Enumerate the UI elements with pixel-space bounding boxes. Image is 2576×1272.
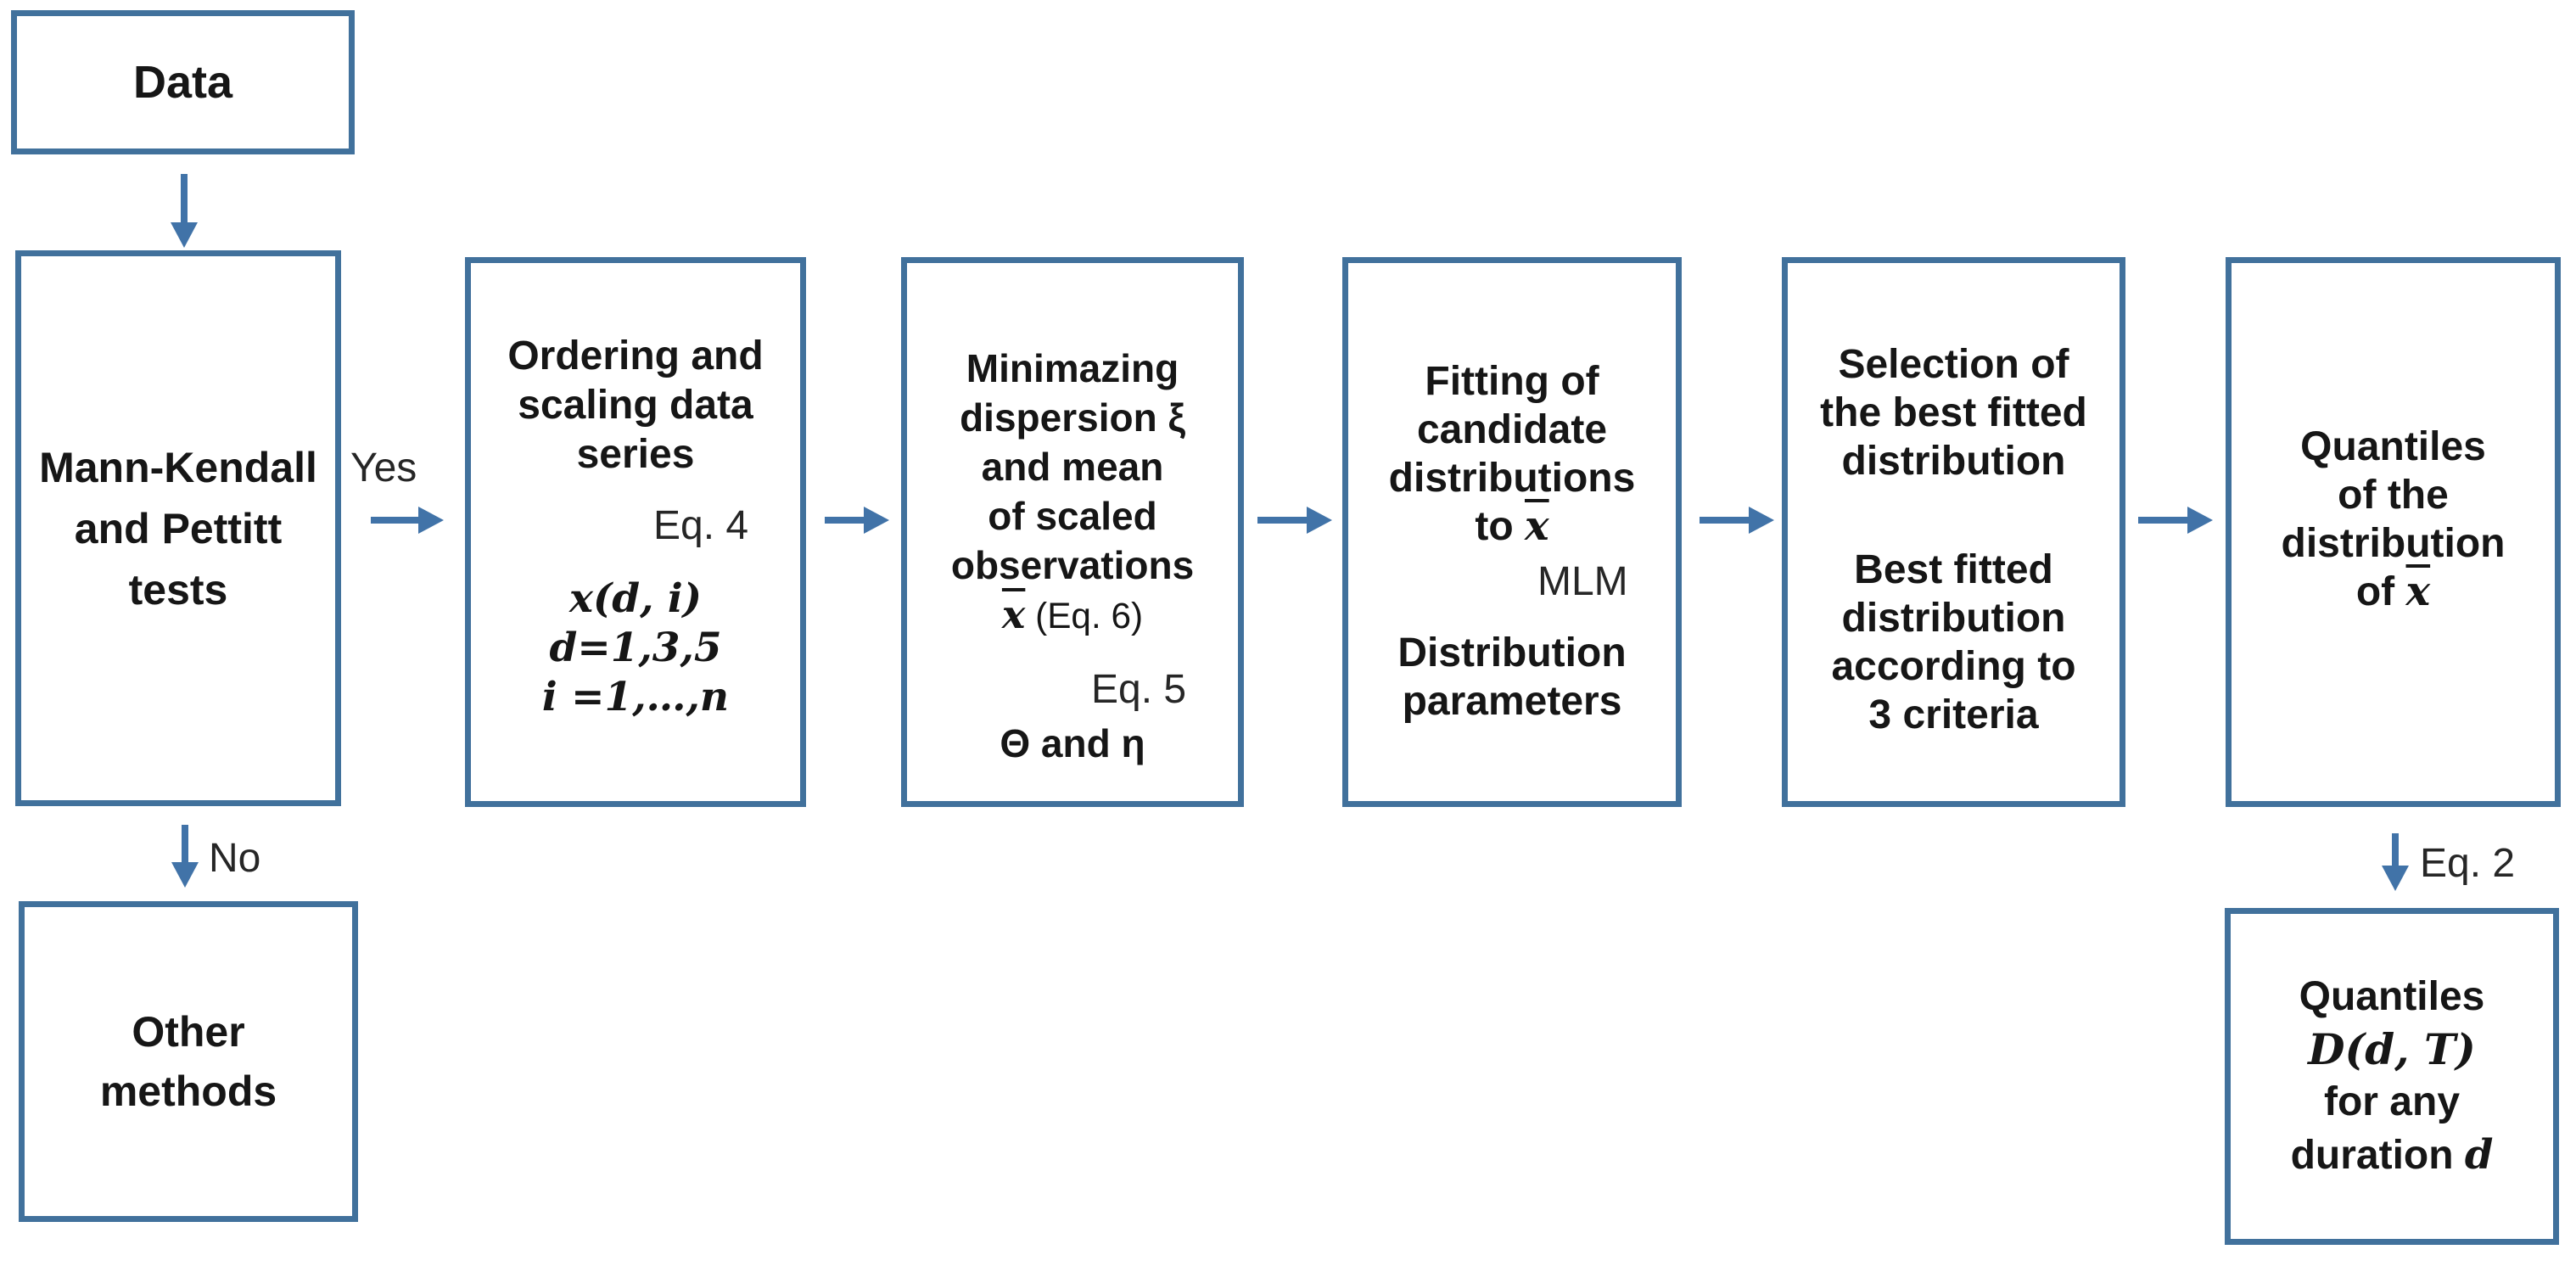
node-ordering-scaling: Ordering and scaling data series x(d, i)…	[465, 257, 806, 807]
d-symbol: d	[2464, 1131, 2494, 1179]
xbar-symbol: x	[1525, 502, 1549, 550]
node-quantiles-distribution: Quantiles of the distribution of x	[2226, 257, 2561, 807]
xbar-symbol: x	[2405, 568, 2431, 615]
mlm-label: MLM	[1537, 559, 1628, 604]
of-xbar-line: of x	[2232, 568, 2555, 616]
node-mann-kendall-tests: Mann-Kendall and Pettitt tests	[15, 250, 341, 806]
result-text: Best fitted	[1854, 547, 2053, 592]
to-prefix: to	[1475, 504, 1525, 549]
node-text: and mean	[981, 445, 1164, 489]
no-label: No	[209, 836, 261, 881]
arrow-gap	[907, 641, 1238, 719]
math-text: d=1,3,5	[549, 625, 722, 671]
eq2-label: Eq. 2	[2420, 841, 2516, 886]
yes-label: Yes	[350, 445, 417, 490]
node-text: of scaled	[988, 494, 1157, 538]
arrow-gap	[1788, 485, 2120, 546]
node-data-label: Data	[132, 57, 233, 108]
node-text: Minimazing	[966, 346, 1179, 390]
node-text: methods	[99, 1067, 277, 1115]
result-text: 3 criteria	[1868, 692, 2039, 737]
node-selection-best-fit: Selection of the best fitted distributio…	[1782, 257, 2125, 807]
eq6-suffix: (Eq. 6)	[1025, 596, 1144, 636]
node-text: distribution	[1841, 439, 2066, 484]
node-text: Fitting of	[1425, 359, 1599, 404]
node-text: and Pettitt	[74, 504, 283, 552]
math-text: D(d, T)	[2308, 1024, 2476, 1074]
result-text: according to	[1831, 644, 2076, 689]
node-text: distributions	[1388, 456, 1636, 501]
node-text: tests	[128, 565, 228, 614]
math-text: x(d, i)	[569, 575, 702, 622]
node-data: Data	[11, 10, 355, 154]
node-text: distribution	[2281, 521, 2506, 566]
node-text: the best fitted	[1820, 390, 2087, 435]
node-text: Other	[132, 1008, 245, 1056]
node-text: dispersion ξ	[960, 395, 1185, 440]
arrow-gap	[471, 479, 800, 574]
duration-line: duration d	[2231, 1129, 2553, 1182]
node-minimizing-dispersion: Minimazing dispersion ξ and mean of scal…	[901, 257, 1244, 807]
yes-arrow	[371, 507, 444, 534]
arrow-fitting-to-selection	[1700, 507, 1774, 534]
node-fitting-distributions: Fitting of candidate distributions to x …	[1342, 257, 1682, 807]
arrow-selection-to-quantiles	[2138, 507, 2213, 534]
node-text: observations	[950, 543, 1195, 587]
duration-prefix: duration	[2290, 1133, 2465, 1178]
node-text: series	[576, 432, 695, 477]
eq5-label: Eq. 5	[1091, 667, 1187, 712]
arrow-data-to-tests	[171, 174, 198, 248]
node-text: scaling data	[518, 383, 753, 428]
eq4-label: Eq. 4	[653, 503, 749, 548]
of-prefix: of	[2355, 569, 2406, 614]
node-text: Quantiles	[2300, 424, 2486, 469]
node-text: Quantiles	[2299, 974, 2485, 1019]
xbar-symbol: x	[1001, 591, 1026, 637]
node-text: Mann-Kendall	[39, 443, 317, 491]
result-text: Distribution	[1397, 630, 1627, 675]
node-text: Selection of	[1838, 342, 2069, 387]
node-text: of the	[2338, 473, 2449, 518]
node-other-methods: Other methods	[19, 901, 358, 1222]
result-text: Θ and η	[1000, 721, 1145, 765]
eq2-arrow	[2382, 833, 2409, 891]
node-quantiles-ddt: Quantiles D(d, T) for any duration d	[2225, 908, 2559, 1245]
node-text: candidate	[1416, 407, 1608, 452]
xbar-eq6-line: x (Eq. 6)	[907, 590, 1238, 641]
no-arrow	[171, 825, 199, 888]
result-text: parameters	[1402, 679, 1622, 724]
math-text: i =1,…,n	[541, 674, 730, 720]
result-text: distribution	[1841, 596, 2066, 641]
to-xbar-line: to x	[1348, 502, 1676, 551]
node-text: Ordering and	[507, 333, 764, 378]
node-text: for any	[2323, 1079, 2461, 1124]
arrow-ordering-to-minimizing	[825, 507, 889, 534]
arrow-minimizing-to-fitting	[1257, 507, 1332, 534]
